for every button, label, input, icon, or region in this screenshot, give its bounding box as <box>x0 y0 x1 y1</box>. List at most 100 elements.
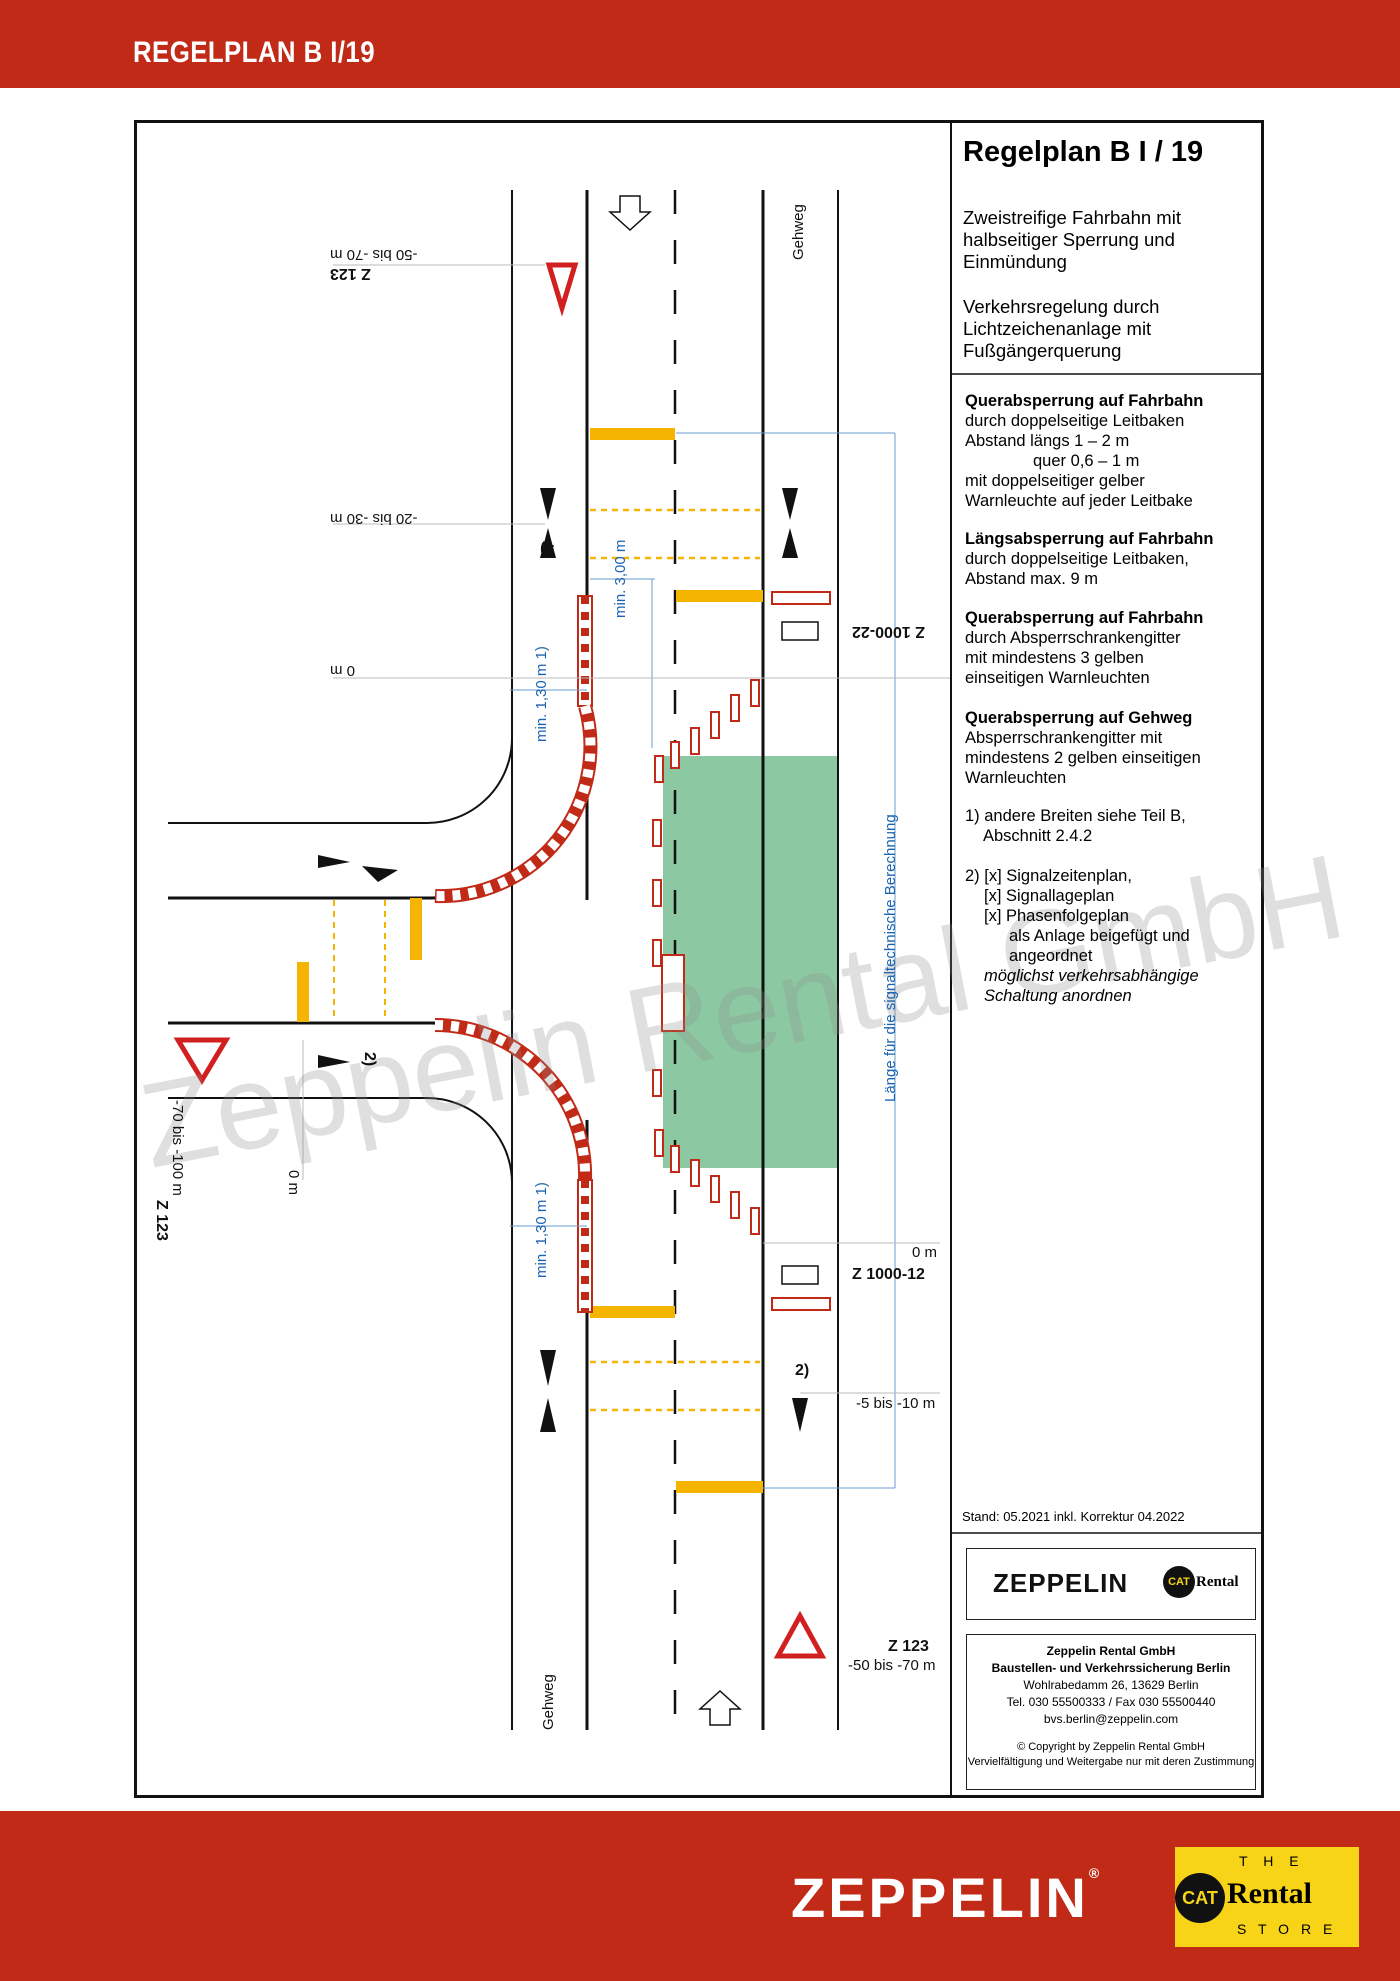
company-name: Zeppelin Rental GmbH <box>1046 1644 1176 1658</box>
traffic-signal-icon <box>318 488 808 1432</box>
stop-bar <box>676 1481 763 1493</box>
legend-line: durch Absperrschrankengitter <box>965 629 1181 647</box>
label-z123-left-dist: -70 bis -100 m <box>169 1100 186 1196</box>
legend-head: Querabsperrung auf Gehweg <box>965 709 1193 727</box>
taper-beacons <box>652 679 760 1235</box>
stop-bar <box>590 1306 675 1318</box>
plan-description: Zweistreifige Fahrbahn mit halbseitiger … <box>963 207 1253 273</box>
legend-head: Längsabsperrung auf Fahrbahn <box>965 530 1214 548</box>
legend-line: quer 0,6 – 1 m <box>1033 452 1140 470</box>
sidewalk-barrier <box>771 591 831 1311</box>
longitudinal-barrier-bottom <box>434 1018 593 1313</box>
copyright: © Copyright by Zeppelin Rental GmbH <box>1017 1741 1205 1753</box>
label-zero-right: 0 m <box>912 1244 938 1261</box>
rental-logo: Rental <box>1196 1574 1239 1590</box>
label-z1000-12: Z 1000-12 <box>852 1266 925 1283</box>
company-dept: Baustellen- und Verkehrssicherung Berlin <box>991 1661 1231 1675</box>
desc-line: Einmündung <box>963 251 1067 272</box>
note-line: Schaltung anordnen <box>984 987 1132 1005</box>
zeppelin-logo: ZEPPELIN <box>993 1568 1129 1598</box>
note-line: Abschnitt 2.4.2 <box>983 827 1093 845</box>
cat-logo-icon: CAT <box>1175 1873 1225 1923</box>
label-note2-bottom: 2) <box>795 1362 810 1379</box>
stop-bar-side-road <box>410 898 422 960</box>
stop-bar <box>590 428 675 440</box>
legend-item: Querabsperrung auf Fahrbahn durch doppel… <box>965 391 1255 511</box>
zeppelin-logo-large: ZEPPELIN® <box>791 1865 1103 1929</box>
note-line: möglichst verkehrsabhängige <box>984 967 1199 985</box>
legend-item: Querabsperrung auf Gehweg Absperrschrank… <box>965 708 1255 788</box>
label-min-130-bottom: min. 1,30 m 1) <box>533 1182 550 1278</box>
warning-triangle-icon <box>545 262 579 317</box>
legend-line: Abstand max. 9 m <box>965 570 1098 588</box>
legend-line: Warnleuchte auf jeder Leitbake <box>965 492 1193 510</box>
legend-item: Querabsperrung auf Fahrbahn durch Absper… <box>965 608 1255 688</box>
page-title: REGELPLAN B I/19 <box>133 36 375 69</box>
label-z123-top-dist: -50 bis -70 m <box>330 246 418 263</box>
company-email: bvs.berlin@zeppelin.com <box>1043 1712 1179 1726</box>
legend-line: durch doppelseitige Leitbaken <box>965 412 1185 430</box>
legend-line: Absperrschrankengitter mit <box>965 729 1163 747</box>
longitudinal-barrier-top <box>434 595 598 904</box>
legend-line: mit doppelseitiger gelber <box>965 472 1145 490</box>
legend-line: mit mindestens 3 gelben <box>965 649 1144 667</box>
plan-title: Regelplan B I / 19 <box>963 136 1204 168</box>
legend-line: einseitigen Warnleuchten <box>965 669 1150 687</box>
note-line: als Anlage beigefügt und <box>1009 927 1190 945</box>
distance-lines <box>302 264 950 1394</box>
company-street: Wohlrabedamm 26, 13629 Berlin <box>1023 1678 1199 1692</box>
label-note2-top: 2) <box>540 541 555 558</box>
label-z1000-22: Z 1000-22 <box>852 623 925 640</box>
stop-bar-side-road <box>297 962 309 1022</box>
desc-line: Lichtzeichenanlage mit <box>963 318 1152 339</box>
label-z123-bottom: Z 123 <box>888 1638 929 1655</box>
company-phone: Tel. 030 55500333 / Fax 030 55500440 <box>1006 1695 1216 1709</box>
side-road-sidewalk-bottom <box>168 1096 513 1220</box>
note-line: angeordnet <box>1009 947 1093 965</box>
label-zero-left: 0 m <box>285 1170 302 1196</box>
cat-logo-icon: CAT <box>1163 1566 1195 1598</box>
label-zero-top: 0 m <box>330 662 356 679</box>
z1000-22-sign-icon <box>781 621 819 641</box>
company-address: Zeppelin Rental GmbH Baustellen- und Ver… <box>966 1634 1256 1790</box>
legend-line: durch doppelseitige Leitbaken, <box>965 550 1189 568</box>
note-1: 1) andere Breiten siehe Teil B, Abschnit… <box>965 806 1255 846</box>
stop-bar <box>676 590 763 602</box>
zeppelin-wordmark: ZEPPELIN <box>791 1866 1089 1929</box>
desc-line: Fußgängerquerung <box>963 340 1122 361</box>
direction-arrow-up <box>698 1689 742 1726</box>
label-gehweg-top: Gehweg <box>790 204 807 260</box>
note-2: 2) [x] Signalzeitenplan, [x] Signallagep… <box>965 866 1255 1006</box>
legend-line: Warnleuchten <box>965 769 1067 787</box>
label-gehweg-bottom: Gehweg <box>540 1674 557 1730</box>
label-z123-bottom-dist: -50 bis -70 m <box>848 1657 936 1674</box>
label-note2-left: 2) <box>361 1052 378 1067</box>
direction-arrow-down <box>608 195 652 232</box>
plan-frame <box>134 120 1264 1798</box>
the-store-bottom: S T O R E <box>1237 1921 1337 1937</box>
note-line: 1) andere Breiten siehe Teil B, <box>965 807 1186 825</box>
side-road-sidewalk-top <box>168 700 513 825</box>
curb-curve-top <box>429 600 589 900</box>
work-area <box>663 756 838 1168</box>
label-signal-bottom-dist: -5 bis -10 m <box>856 1395 936 1412</box>
label-laenge: Länge für die signaltechnische Berechnun… <box>882 814 899 1102</box>
cat-rental-badge: CAT T H E Rental S T O R E <box>1175 1847 1359 1947</box>
plan-description-2: Verkehrsregelung durch Lichtzeichenanlag… <box>963 296 1253 362</box>
rental-logo: Rental <box>1227 1877 1312 1910</box>
label-min-130-top: min. 1,30 m 1) <box>533 646 550 742</box>
company-logo-box <box>966 1548 1256 1620</box>
note-line: [x] Phasenfolgeplan <box>984 907 1129 925</box>
warning-triangle-icon <box>773 1610 827 1659</box>
legend-line: Abstand längs 1 – 2 m <box>965 432 1130 450</box>
footer-bar: CAT T H E Rental S T O R E <box>0 1811 1400 1981</box>
legend-item: Längsabsperrung auf Fahrbahn durch doppe… <box>965 529 1255 589</box>
revision-date: Stand: 05.2021 inkl. Korrektur 04.2022 <box>962 1509 1185 1524</box>
desc-line: Zweistreifige Fahrbahn mit <box>963 207 1181 228</box>
header-bar: REGELPLAN B I/19 <box>0 0 1400 88</box>
legend-head: Querabsperrung auf Fahrbahn <box>965 392 1204 410</box>
label-z123-top: Z 123 <box>330 265 371 282</box>
legend-head: Querabsperrung auf Fahrbahn <box>965 609 1204 627</box>
label-signal-top-dist: -20 bis -30 m <box>330 510 418 527</box>
